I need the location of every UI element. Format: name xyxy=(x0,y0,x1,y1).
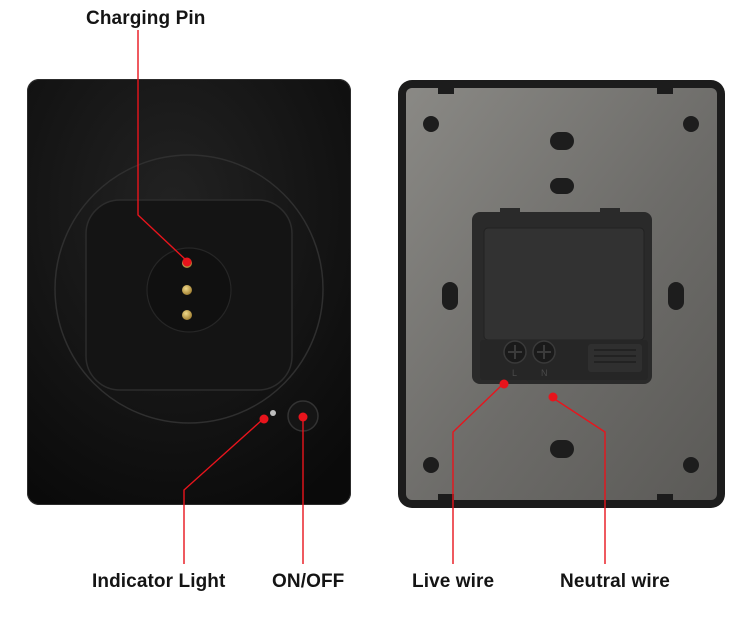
callout-line-neutral xyxy=(552,397,606,564)
device-front xyxy=(27,79,351,505)
callout-dot xyxy=(259,414,269,424)
callout-dot xyxy=(499,379,509,389)
on-off-label: ON/OFF xyxy=(272,571,345,592)
screw-hole xyxy=(683,457,699,473)
mount-slot xyxy=(442,282,458,310)
device-back: L N xyxy=(398,80,725,508)
outer-ring xyxy=(54,154,324,424)
callout-line-live xyxy=(452,383,504,564)
callout-dots xyxy=(182,257,558,424)
callout-line-indicator xyxy=(183,419,263,564)
callouts xyxy=(137,30,606,564)
charging-pin xyxy=(182,310,192,320)
mount-slot xyxy=(550,132,574,150)
charging-pin xyxy=(182,285,192,295)
mount-slot xyxy=(668,282,684,310)
live-mark: L xyxy=(512,368,517,378)
screw-hole xyxy=(683,116,699,132)
indicator-light xyxy=(270,410,276,416)
callout-dot xyxy=(548,392,558,402)
neutral-mark: N xyxy=(541,368,548,378)
indicator-light-label: Indicator Light xyxy=(92,571,226,592)
live-wire-label: Live wire xyxy=(412,571,495,592)
power-module: L N xyxy=(472,208,652,384)
mount-slot xyxy=(550,440,574,458)
neutral-wire-label: Neutral wire xyxy=(560,571,670,592)
charging-pin-label: Charging Pin xyxy=(86,8,206,29)
callout-dot xyxy=(298,412,308,422)
mount-slot xyxy=(550,178,574,194)
callout-dot xyxy=(182,257,192,267)
screw-hole xyxy=(423,116,439,132)
screw-hole xyxy=(423,457,439,473)
callout-line-charging-pin xyxy=(137,30,188,262)
